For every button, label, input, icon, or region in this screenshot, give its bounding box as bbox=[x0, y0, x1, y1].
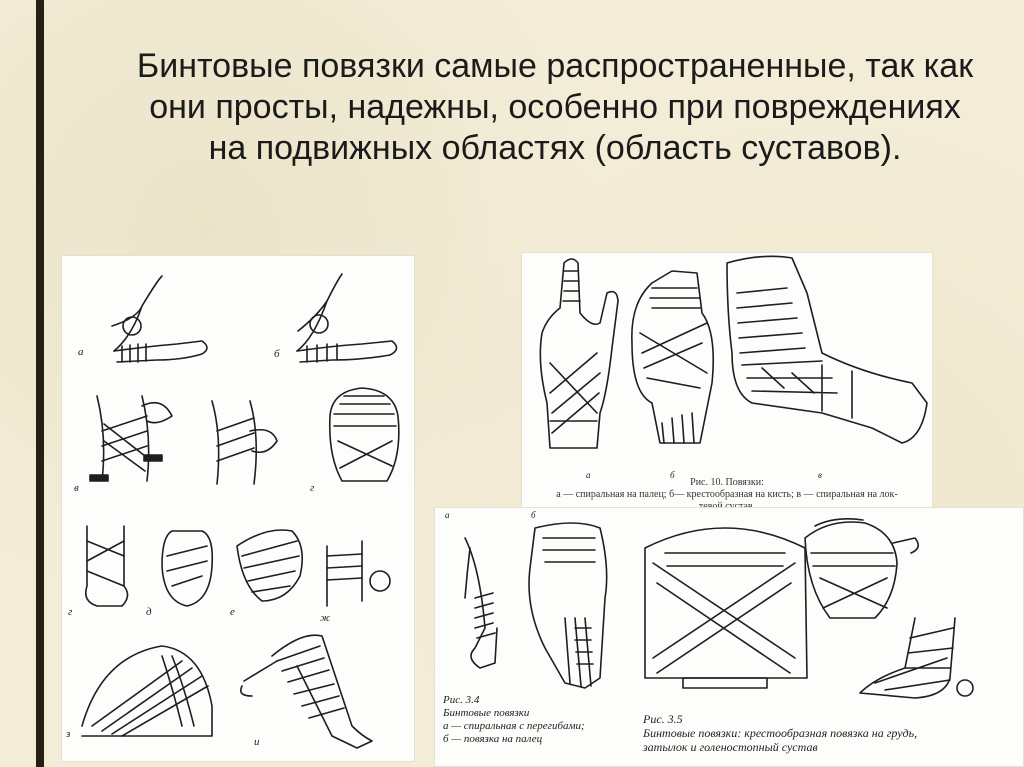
left-border-bar bbox=[36, 0, 44, 767]
label-e: е bbox=[230, 606, 235, 618]
label-v: в bbox=[74, 482, 79, 494]
figure-3-4-line2: б — повязка на палец bbox=[443, 733, 543, 745]
slide-heading: Бинтовые повязки самые распространенные,… bbox=[136, 47, 974, 167]
figure-3-4-caption: Рис. 3.4 Бинтовые повязки а — спиральная… bbox=[443, 694, 585, 746]
label-b-br: б bbox=[531, 510, 536, 520]
label-b-tr: б bbox=[670, 470, 675, 480]
figure-3-4-subtitle: Бинтовые повязки bbox=[443, 707, 530, 719]
label-a-tr: а bbox=[586, 470, 591, 480]
label-g: г bbox=[310, 482, 315, 494]
label-i: и bbox=[254, 736, 260, 748]
figure-3-4-title: Рис. 3.4 bbox=[443, 694, 480, 706]
label-zh: ж bbox=[320, 612, 331, 624]
figure-3-5-caption: Рис. 3.5 Бинтовые повязки: крестообразна… bbox=[643, 712, 917, 754]
label-a-br: а bbox=[445, 510, 450, 520]
figure-10-caption: Рис. 10. Повязки: а — спиральная на пале… bbox=[522, 477, 932, 513]
figure-3-5-line1: Бинтовые повязки: крестообразная повязка… bbox=[643, 726, 918, 740]
bandage-illustrations-bottom-right: а б Рис. 3.4 Бинтовые повязки а — спирал… bbox=[434, 507, 1024, 767]
figure-3-4-line1: а — спиральная с перегибами; bbox=[443, 720, 585, 732]
label-v-tr: в bbox=[818, 470, 822, 480]
figure-3-5-title: Рис. 3.5 bbox=[643, 712, 683, 726]
bandage-drawings-chest-head-ankle bbox=[464, 518, 974, 699]
figure-10-line2: а — спиральная на палец; б— крестообразн… bbox=[556, 489, 898, 500]
bandage-drawings-hand-elbow bbox=[539, 255, 928, 449]
label-b: б bbox=[274, 348, 280, 360]
label-d: д bbox=[146, 606, 152, 618]
bandage-illustrations-top-right: а б в Рис. 10. Повязки: а — спиральная н… bbox=[521, 252, 933, 526]
figure-3-5-line2: затылок и голеностопный сустав bbox=[643, 740, 818, 754]
label-z: з bbox=[66, 728, 71, 740]
label-a: а bbox=[78, 346, 84, 358]
figure-10-title: Рис. 10. Повязки: bbox=[690, 477, 764, 488]
label-g2: г bbox=[68, 606, 73, 618]
figure-10-line3: тевой сустав. bbox=[522, 501, 932, 513]
bandage-drawings-left bbox=[81, 273, 400, 749]
bandage-illustrations-left: а б в г г д е ж з и bbox=[61, 255, 415, 762]
